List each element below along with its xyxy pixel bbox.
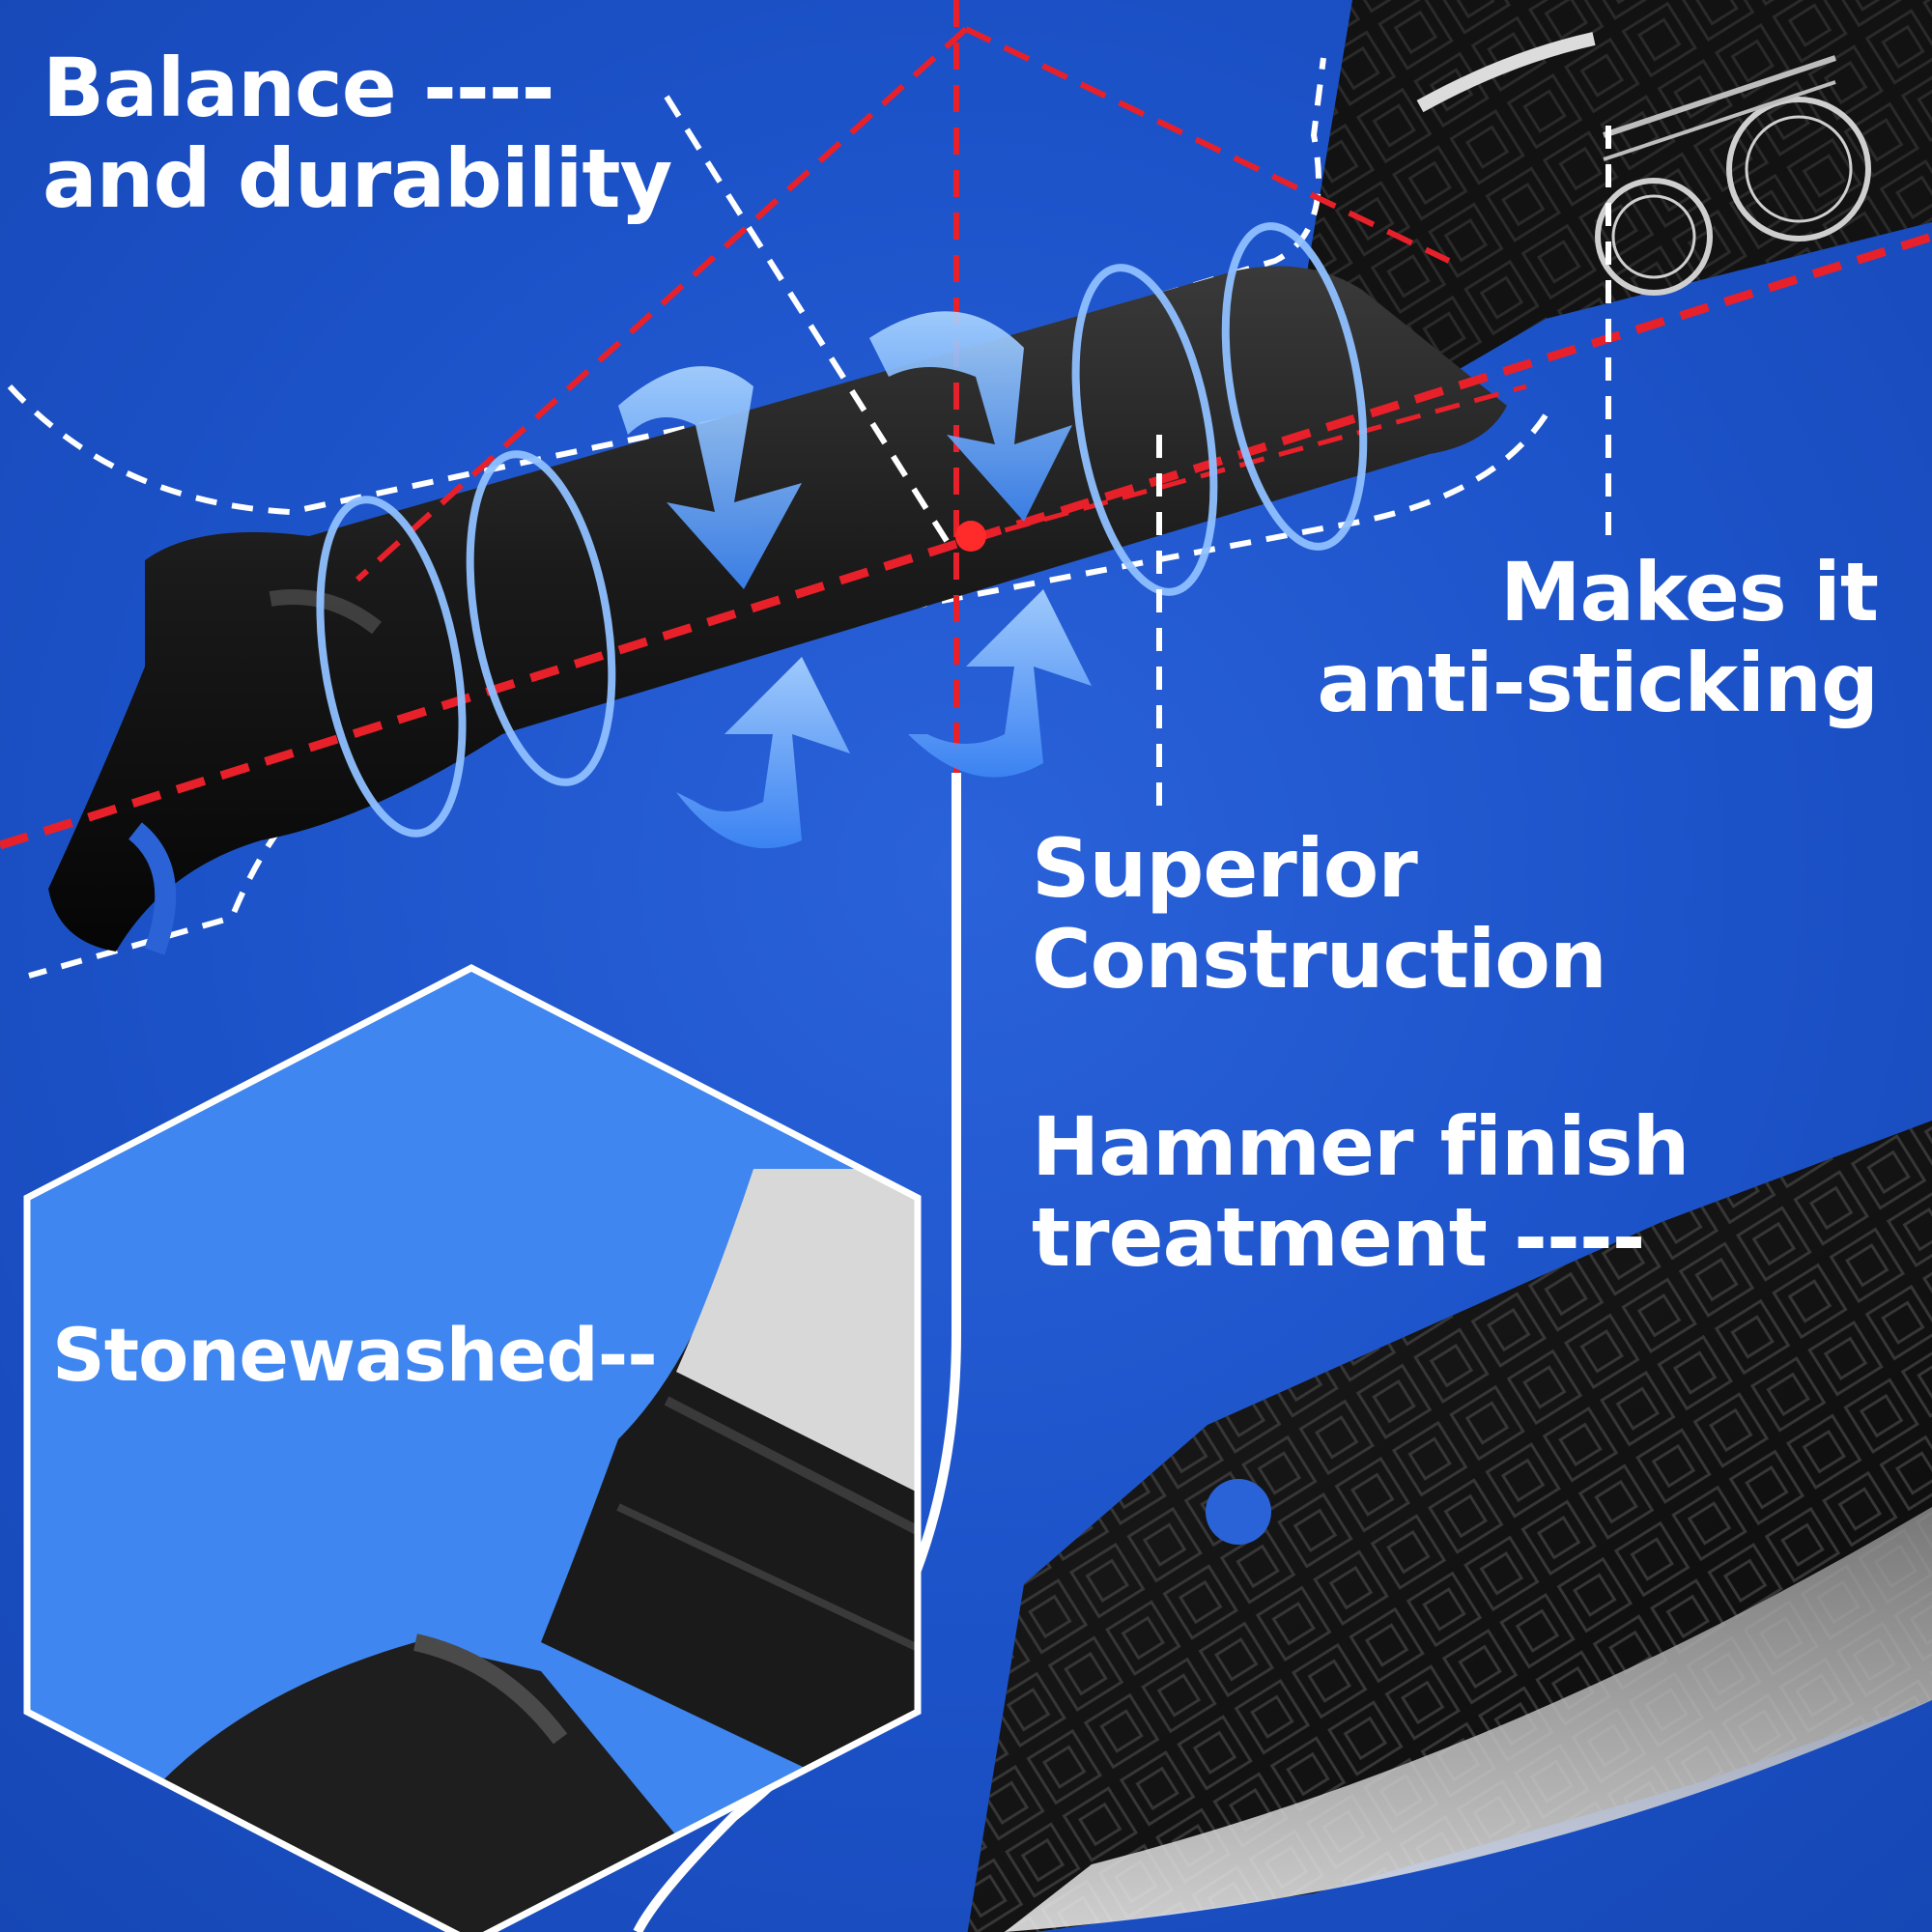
label-hammer-finish: Hammer finish treatment ----: [1032, 1099, 1690, 1286]
label-balance-line-1: Balance ----: [43, 41, 554, 135]
rotation-arrows: [618, 311, 1092, 849]
label-balance-durability: Balance ---- and durability: [43, 41, 672, 227]
label-balance-line-2: and durability: [43, 131, 672, 227]
label-anti-line-2: anti-sticking: [1317, 636, 1879, 731]
label-superior-line-2: Construction: [1032, 912, 1607, 1008]
grip-rings: [316, 222, 1368, 838]
label-superior-line-1: Superior: [1032, 821, 1418, 916]
stamp-emblem-icon: [1726, 97, 1871, 242]
label-hammer-line-2: treatment ----: [1032, 1190, 1646, 1286]
label-anti-line-1: Makes it: [1499, 545, 1879, 639]
callout-lines: [664, 95, 1611, 821]
stamp-seal-icon: [1595, 178, 1713, 296]
label-stonewashed: Stonewashed--: [52, 1312, 658, 1398]
hexagon-inset: [23, 964, 922, 1932]
handle: [48, 266, 1507, 955]
label-superior-construction: Superior Construction: [1032, 821, 1607, 1008]
brand-mark: [1416, 32, 1596, 113]
blade-main: [967, 1121, 1932, 1932]
blade-hole: [1206, 1479, 1271, 1545]
label-anti-sticking: Makes it anti-sticking: [1317, 545, 1879, 731]
blade-upper: [1304, 0, 1932, 440]
label-hammer-line-1: Hammer finish: [1032, 1099, 1690, 1194]
